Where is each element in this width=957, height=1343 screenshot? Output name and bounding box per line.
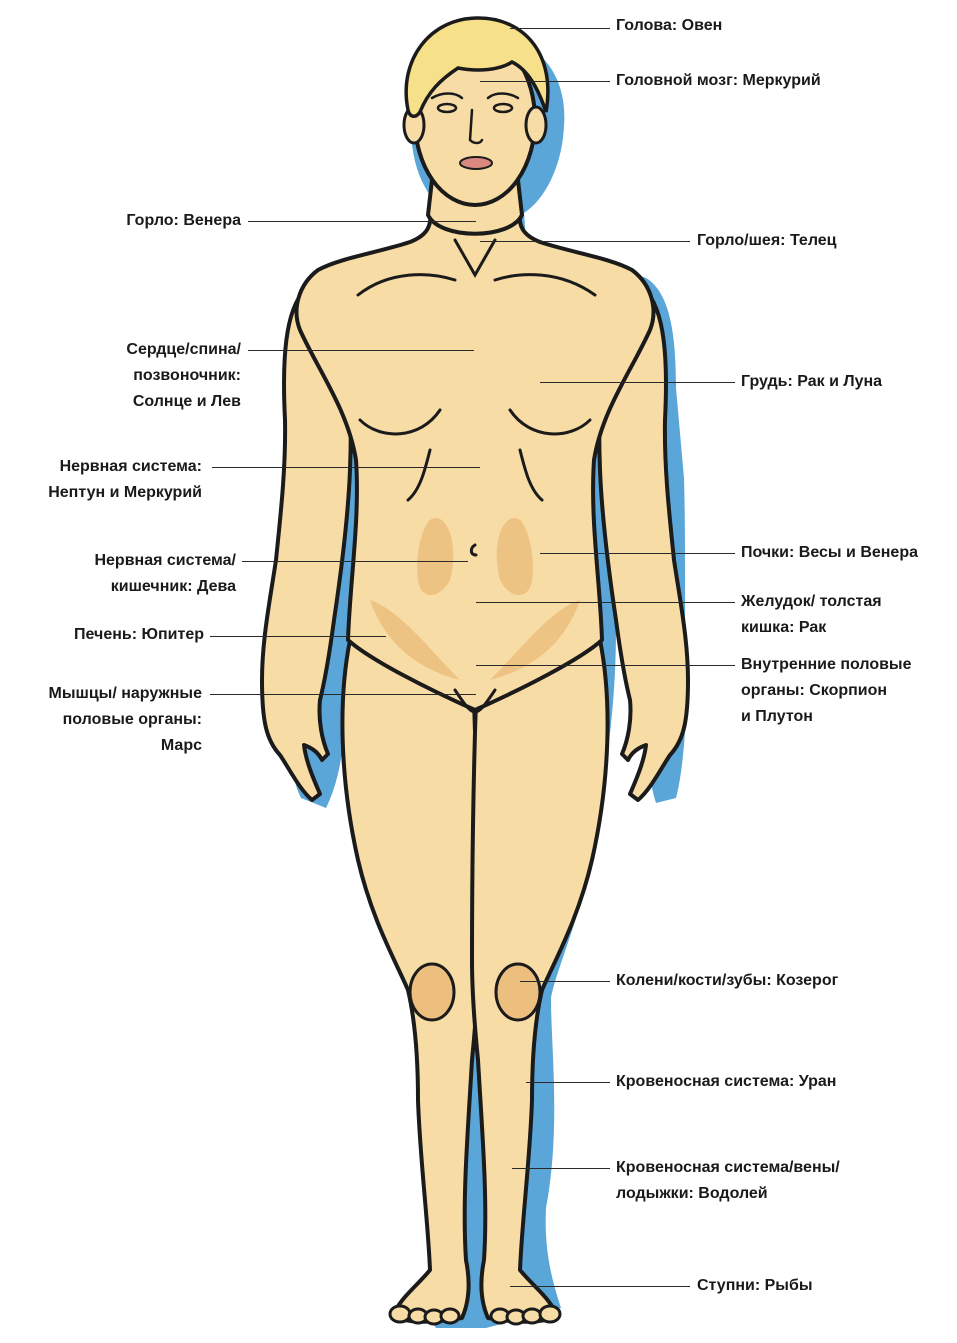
label-muscles: Мышцы/ наружные половые органы: Марс bbox=[48, 681, 202, 759]
line-brain bbox=[480, 81, 610, 82]
line-internal-genitals bbox=[476, 665, 735, 666]
line-breast bbox=[540, 382, 735, 383]
label-throat-neck: Горло/шея: Телец bbox=[697, 228, 837, 254]
label-head: Голова: Овен bbox=[616, 13, 722, 39]
line-nervous-neptune bbox=[212, 467, 480, 468]
line-head bbox=[510, 28, 610, 29]
line-kidneys bbox=[540, 553, 735, 554]
line-muscles bbox=[210, 694, 476, 695]
label-veins: Кровеносная система/вены/ лодыжки: Водол… bbox=[616, 1155, 840, 1207]
line-stomach bbox=[476, 602, 735, 603]
label-throat-venus: Горло: Венера bbox=[126, 208, 241, 234]
line-feet bbox=[510, 1286, 690, 1287]
line-throat-neck bbox=[480, 241, 690, 242]
line-circulatory bbox=[526, 1082, 610, 1083]
line-heart bbox=[248, 350, 474, 351]
label-internal-genitals: Внутренние половые органы: Скорпион и Пл… bbox=[741, 652, 912, 730]
label-brain: Головной мозг: Меркурий bbox=[616, 68, 821, 94]
label-breast: Грудь: Рак и Луна bbox=[741, 369, 882, 395]
label-circulatory: Кровеносная система: Уран bbox=[616, 1069, 836, 1095]
line-veins bbox=[512, 1168, 610, 1169]
line-liver bbox=[210, 636, 386, 637]
label-nervous-neptune: Нервная система: Нептун и Меркурий bbox=[48, 454, 202, 506]
line-knees bbox=[520, 981, 610, 982]
lips bbox=[460, 157, 492, 169]
label-feet: Ступни: Рыбы bbox=[697, 1273, 813, 1299]
line-nervous-virgo bbox=[242, 561, 468, 562]
label-stomach: Желудок/ толстая кишка: Рак bbox=[741, 589, 882, 641]
label-knees: Колени/кости/зубы: Козерог bbox=[616, 968, 838, 994]
label-nervous-virgo: Нервная система/ кишечник: Дева bbox=[94, 548, 236, 600]
label-kidneys: Почки: Весы и Венера bbox=[741, 540, 918, 566]
label-heart: Сердце/спина/ позвоночник: Солнце и Лев bbox=[126, 337, 241, 415]
line-throat-venus bbox=[248, 221, 476, 222]
label-liver: Печень: Юпитер bbox=[74, 622, 204, 648]
